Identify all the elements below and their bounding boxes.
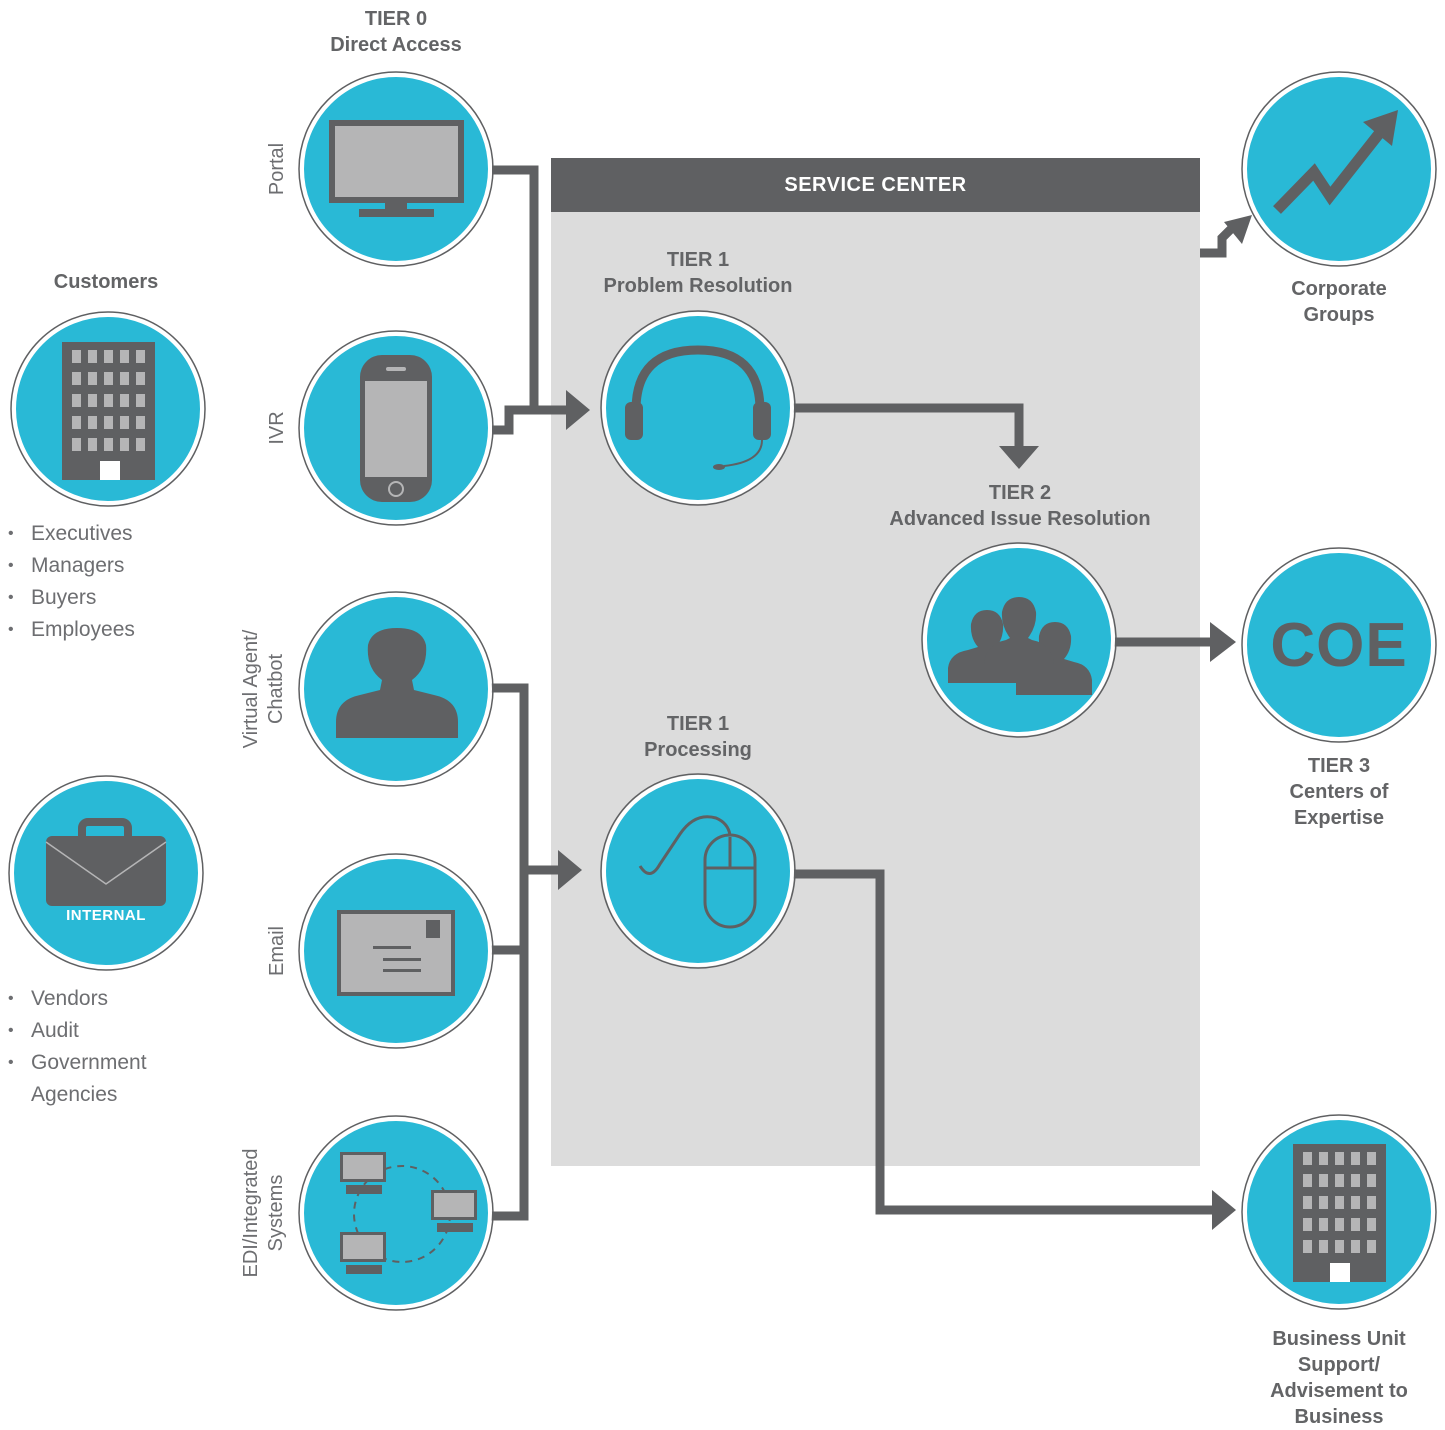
list-item: Buyers bbox=[8, 582, 135, 614]
edi-line1: EDI/Integrated bbox=[240, 1148, 262, 1278]
email-text: Email bbox=[265, 926, 288, 977]
tier1-problem-label: TIER 1 Problem Resolution bbox=[548, 247, 848, 299]
outline bbox=[298, 591, 494, 787]
list-item: Government bbox=[8, 1047, 147, 1079]
portal-label: Portal bbox=[251, 69, 303, 269]
tier0-line2: Direct Access bbox=[330, 34, 462, 56]
tier1-problem-line1: TIER 1 bbox=[666, 249, 730, 271]
outline bbox=[1241, 71, 1437, 267]
outline bbox=[10, 311, 206, 507]
headset-icon bbox=[625, 345, 771, 470]
arrowheads bbox=[558, 215, 1252, 1230]
ivr-text: IVR bbox=[265, 411, 288, 445]
business-unit-line4: Business bbox=[1294, 1406, 1384, 1428]
connector-portal-to-tier1 bbox=[492, 165, 568, 415]
tier2-line1: TIER 2 bbox=[988, 482, 1052, 504]
ivr-label: IVR bbox=[251, 328, 303, 528]
chatbot-label: Virtual Agent/ Chatbot bbox=[238, 589, 290, 789]
connector-service-center-to-corporate bbox=[1200, 224, 1236, 258]
briefcase-icon bbox=[45, 818, 167, 906]
outline bbox=[298, 853, 494, 1049]
internal-list: Vendors Audit Government Agencies bbox=[8, 983, 147, 1111]
tier1-processing-line2: Processing bbox=[644, 739, 752, 761]
outline bbox=[600, 310, 796, 506]
list-item: Audit bbox=[8, 1015, 147, 1047]
monitor-icon bbox=[329, 120, 464, 217]
tier1-processing-label: TIER 1 Processing bbox=[598, 711, 798, 763]
service-center-title: SERVICE CENTER bbox=[784, 174, 967, 196]
coe-badge: COE bbox=[1270, 611, 1408, 680]
customers-title: Customers bbox=[53, 271, 159, 293]
outline bbox=[298, 71, 494, 267]
tier1-processing-circle bbox=[602, 775, 794, 967]
tier3-line3: Expertise bbox=[1293, 807, 1385, 829]
people-group-icon bbox=[948, 597, 1092, 695]
trend-arrow-icon bbox=[1273, 110, 1398, 214]
chatbot-line1: Virtual Agent/ bbox=[240, 629, 262, 749]
arrowhead-business-unit bbox=[1212, 1190, 1236, 1230]
arrowhead-corporate bbox=[1224, 215, 1252, 244]
corporate-line1: Corporate bbox=[1291, 278, 1387, 300]
tier3-line1: TIER 3 bbox=[1307, 755, 1371, 777]
customers-list: Executives Managers Buyers Employees bbox=[8, 518, 135, 646]
outline bbox=[921, 542, 1117, 738]
service-center-header bbox=[551, 158, 1200, 212]
corporate-line2: Groups bbox=[1303, 304, 1375, 326]
business-unit-line1: Business Unit bbox=[1272, 1328, 1406, 1350]
arrowhead-tier2 bbox=[999, 446, 1039, 469]
computer-mouse-icon bbox=[638, 815, 757, 929]
corporate-label: Corporate Groups bbox=[1239, 276, 1439, 328]
tier2-line2: Advanced Issue Resolution bbox=[889, 508, 1151, 530]
business-unit-label: Business Unit Support/ Advisement to Bus… bbox=[1239, 1326, 1439, 1430]
chatbot-line2: Chatbot bbox=[265, 653, 287, 725]
circle-outlines bbox=[8, 71, 1437, 1311]
building-icon bbox=[62, 342, 155, 480]
tier3-line2: Centers of bbox=[1289, 781, 1389, 803]
tier0-label: TIER 0 Direct Access bbox=[296, 6, 496, 58]
list-item: Vendors bbox=[8, 983, 147, 1015]
outline bbox=[298, 1115, 494, 1311]
tier0-line1: TIER 0 bbox=[364, 8, 428, 30]
business-unit-line3: Advisement to bbox=[1270, 1380, 1408, 1402]
outline bbox=[8, 775, 204, 971]
arrowhead-tier1-problem bbox=[566, 390, 590, 430]
tier3-label: TIER 3 Centers of Expertise bbox=[1239, 753, 1439, 831]
tier1-processing-line1: TIER 1 bbox=[666, 713, 730, 735]
connector-lines bbox=[488, 165, 1236, 1221]
connector-tier1-to-tier2 bbox=[790, 403, 1024, 448]
edi-line2: Systems bbox=[265, 1174, 287, 1252]
building-icon bbox=[1293, 1144, 1386, 1282]
coe-circle bbox=[1243, 549, 1435, 741]
corporate-circle bbox=[1243, 73, 1435, 265]
internal-badge: INTERNAL bbox=[66, 907, 146, 924]
connector-ivr-to-tier1 bbox=[492, 405, 540, 435]
tier2-label: TIER 2 Advanced Issue Resolution bbox=[850, 480, 1190, 532]
person-silhouette-icon bbox=[336, 628, 458, 738]
outline bbox=[600, 773, 796, 969]
tier1-problem-line2: Problem Resolution bbox=[603, 275, 793, 297]
edi-label: EDI/Integrated Systems bbox=[238, 1113, 290, 1313]
outline bbox=[1241, 547, 1437, 743]
portal-text: Portal bbox=[265, 142, 288, 196]
outline bbox=[298, 330, 494, 526]
mobile-phone-icon bbox=[360, 355, 432, 502]
arrowhead-coe bbox=[1210, 622, 1236, 662]
business-unit-line2: Support/ bbox=[1297, 1354, 1381, 1376]
list-item: Employees bbox=[8, 614, 135, 646]
list-item: Managers bbox=[8, 550, 135, 582]
network-computers-icon bbox=[340, 1152, 477, 1274]
email-label: Email bbox=[251, 851, 303, 1051]
list-item: Executives bbox=[8, 518, 135, 550]
connector-processing-to-business-unit bbox=[792, 869, 1212, 1215]
outline bbox=[1241, 1114, 1437, 1310]
arrowhead-tier1-processing bbox=[558, 850, 582, 890]
envelope-icon bbox=[337, 910, 455, 996]
list-item: Agencies bbox=[31, 1083, 118, 1106]
